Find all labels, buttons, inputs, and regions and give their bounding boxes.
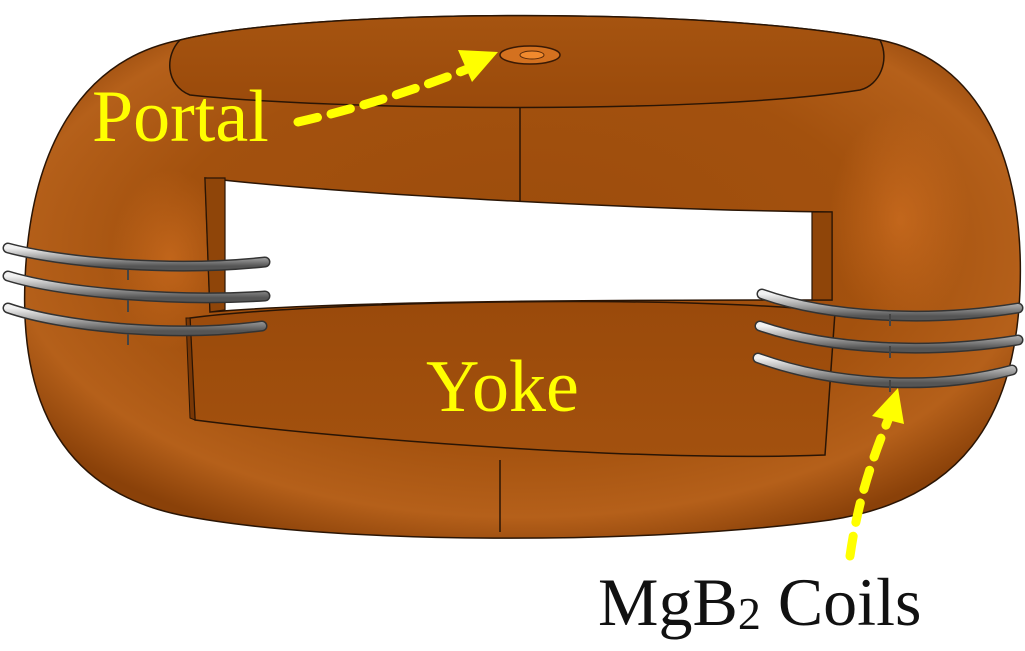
left-coils — [2, 242, 271, 345]
window-right-wall — [811, 211, 833, 301]
left-highlight — [110, 170, 230, 350]
right-coils — [752, 288, 1024, 392]
portal-label: Portal — [92, 76, 269, 158]
right-highlight — [830, 110, 970, 330]
portal-arrow — [293, 50, 498, 127]
yoke-label: Yoke — [426, 346, 579, 428]
coils-arrow — [845, 388, 904, 561]
mgb2-coils-label: MgB2 Coils — [598, 568, 921, 637]
coils-label-rest: Coils — [760, 564, 922, 640]
coils-label-subscript: 2 — [737, 588, 761, 639]
yoke-bottom-pole — [189, 300, 836, 458]
coils-label-main: MgB — [598, 564, 738, 640]
